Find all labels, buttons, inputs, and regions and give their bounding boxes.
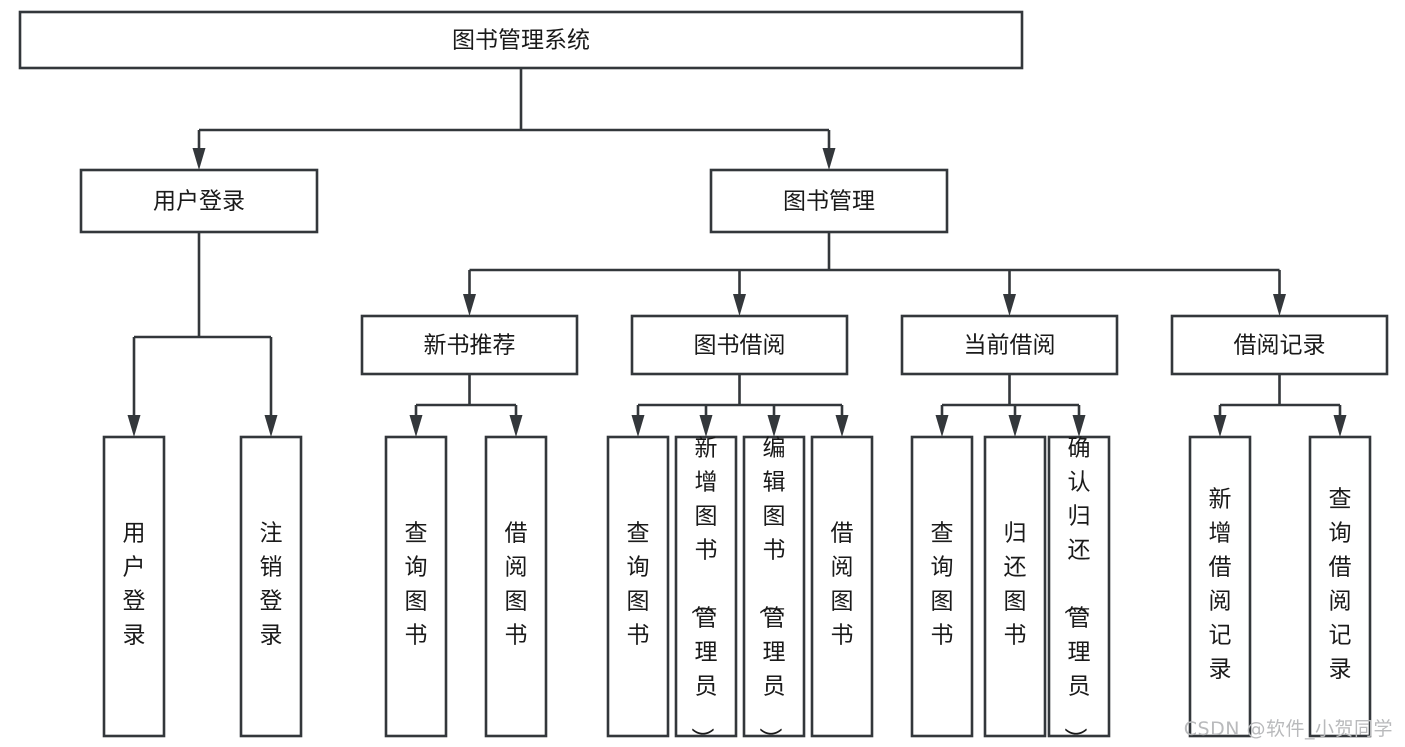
nodes-layer: 图书管理系统用户登录图书管理新书推荐图书借阅当前借阅借阅记录用户登录注销登录查询…: [18, 10, 1389, 747]
edge-group-l3-2: [935, 374, 1086, 437]
node-box: [709, 168, 949, 234]
node-box: [102, 435, 166, 738]
edges-layer: [127, 68, 1347, 437]
node-l3-2[interactable]: 当前借阅: [900, 314, 1119, 376]
node-box: [742, 435, 806, 738]
node-label: 借阅图书: [831, 521, 854, 649]
node-leaf-4[interactable]: 查询图书: [606, 435, 670, 738]
node-l3-0[interactable]: 新书推荐: [360, 314, 579, 376]
node-leaf-7[interactable]: 借阅图书: [810, 435, 874, 738]
edge-group-l3-1: [631, 374, 849, 437]
node-leaf-6[interactable]: 编辑图书（管理员）: [742, 435, 806, 747]
node-box: [1047, 435, 1111, 738]
edge-group-l2-0: [127, 232, 278, 437]
node-leaf-0[interactable]: 用户登录: [102, 435, 166, 738]
edge-group-l3-0: [409, 374, 523, 437]
node-leaf-1[interactable]: 注销登录: [239, 435, 303, 738]
node-label: 图书借阅: [694, 333, 786, 359]
edge-group-l2-1: [463, 232, 1286, 316]
node-label: 查询图书: [931, 521, 954, 649]
node-l2-0[interactable]: 用户登录: [79, 168, 319, 234]
node-l3-3[interactable]: 借阅记录: [1170, 314, 1389, 376]
node-label: 新增图书（管理员）: [689, 436, 718, 747]
node-label: 用户登录: [153, 189, 245, 215]
node-label: 注销登录: [260, 521, 283, 649]
node-label: 当前借阅: [964, 333, 1056, 359]
node-box: [606, 435, 670, 738]
node-box: [18, 10, 1024, 70]
node-box: [79, 168, 319, 234]
node-label: 借阅图书: [505, 521, 528, 649]
node-label: 确认归还（管理员）: [1062, 436, 1091, 747]
node-box: [983, 435, 1047, 738]
node-box: [910, 435, 974, 738]
node-box: [1188, 435, 1252, 738]
node-label: 编辑图书（管理员）: [757, 436, 786, 747]
node-box: [384, 435, 448, 738]
node-leaf-9[interactable]: 归还图书: [983, 435, 1047, 738]
node-l3-1[interactable]: 图书借阅: [630, 314, 849, 376]
edge-group-l3-3: [1213, 374, 1347, 437]
node-root[interactable]: 图书管理系统: [18, 10, 1024, 70]
node-box: [674, 435, 738, 738]
node-box: [484, 435, 548, 738]
node-box: [630, 314, 849, 376]
node-leaf-11[interactable]: 新增借阅记录: [1188, 435, 1252, 738]
node-leaf-2[interactable]: 查询图书: [384, 435, 448, 738]
node-box: [900, 314, 1119, 376]
node-leaf-3[interactable]: 借阅图书: [484, 435, 548, 738]
node-box: [360, 314, 579, 376]
node-label: 借阅记录: [1234, 333, 1326, 359]
node-box: [239, 435, 303, 738]
node-label: 用户登录: [123, 521, 146, 649]
node-label: 图书管理: [783, 189, 875, 215]
node-box: [1308, 435, 1372, 738]
node-label: 查询借阅记录: [1329, 487, 1352, 683]
edge-group-root: [192, 68, 836, 170]
node-label: 归还图书: [1004, 521, 1027, 649]
node-box: [1170, 314, 1389, 376]
node-leaf-8[interactable]: 查询图书: [910, 435, 974, 738]
node-label: 图书管理系统: [452, 28, 590, 54]
node-label: 新书推荐: [424, 333, 516, 359]
node-label: 新增借阅记录: [1209, 487, 1232, 683]
node-leaf-5[interactable]: 新增图书（管理员）: [674, 435, 738, 747]
node-label: 查询图书: [405, 521, 428, 649]
node-leaf-12[interactable]: 查询借阅记录: [1308, 435, 1372, 738]
node-l2-1[interactable]: 图书管理: [709, 168, 949, 234]
node-leaf-10[interactable]: 确认归还（管理员）: [1047, 435, 1111, 747]
node-label: 查询图书: [627, 521, 650, 649]
node-box: [810, 435, 874, 738]
